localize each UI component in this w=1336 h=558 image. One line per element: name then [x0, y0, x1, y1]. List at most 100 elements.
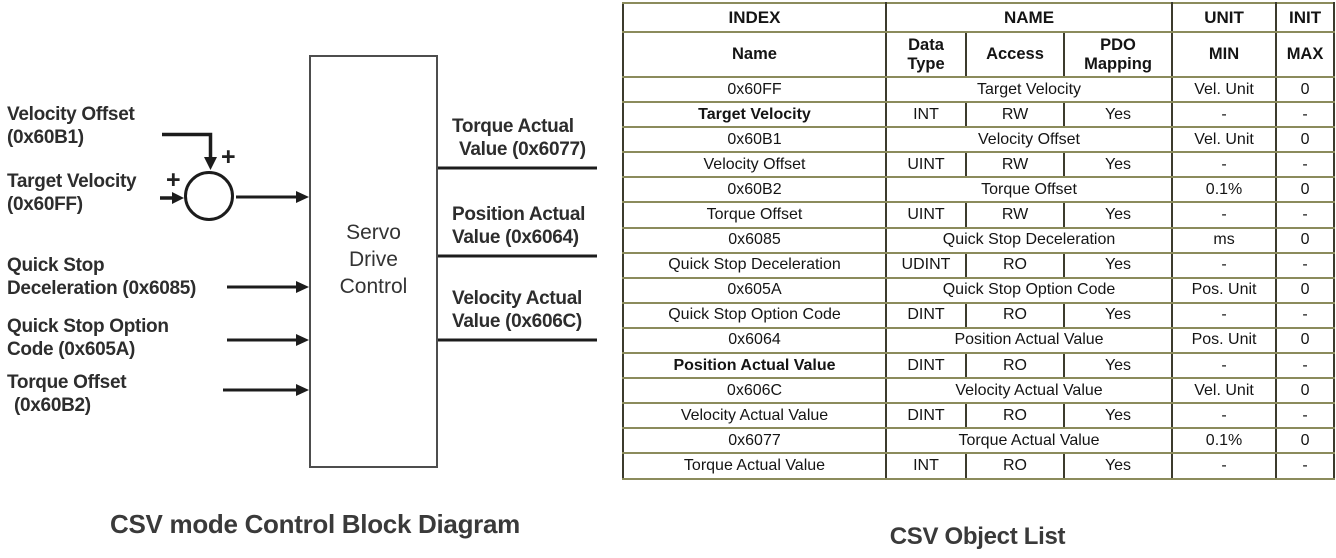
- label-line: Servo: [346, 221, 401, 244]
- diagram-caption: CSV mode Control Block Diagram: [110, 509, 520, 539]
- label-line: Code (0x605A): [7, 339, 136, 360]
- csv-object-table: INDEX NAME UNIT INIT Name Data Type Acce…: [622, 2, 1336, 480]
- cell-object-name: Velocity Actual Value: [884, 377, 1174, 405]
- cell-index: 0x6064: [622, 326, 887, 355]
- diagram-connectors: [160, 132, 597, 396]
- cell-pdo-mapping: Yes: [1062, 151, 1174, 179]
- label-line: Value (0x6064): [452, 227, 579, 248]
- label-line: Deceleration (0x6085): [7, 278, 197, 299]
- cell-init: 0: [1275, 126, 1336, 154]
- cell-object-name: Target Velocity: [884, 75, 1174, 104]
- cell-object-name: Quick Stop Deceleration: [884, 226, 1174, 254]
- cell-unit: 0.1%: [1171, 427, 1278, 455]
- cell-max: -: [1275, 101, 1336, 129]
- label-line: Position Actual: [452, 204, 586, 225]
- cell-data-type: UINT: [885, 151, 967, 179]
- cell-access: RO: [965, 352, 1065, 380]
- arrow-sum-output-head: [296, 191, 309, 203]
- cell-min: -: [1171, 352, 1278, 380]
- cell-name: Target Velocity: [622, 101, 887, 129]
- cell-init: 0: [1275, 75, 1336, 104]
- cell-index: 0x6077: [622, 427, 887, 455]
- cell-unit: Vel. Unit: [1171, 377, 1278, 405]
- output-label-torque-actual-value: Torque Actual Value (0x6077): [452, 115, 586, 161]
- cell-name: Quick Stop Deceleration: [622, 251, 887, 279]
- block-diagram: + + Velocity Offset (0x60B1) Target Velo…: [0, 0, 620, 558]
- label-line: Drive: [348, 248, 398, 271]
- label-line: Quick Stop Option: [7, 316, 169, 337]
- cell-max: -: [1275, 301, 1336, 329]
- cell-index: 0x606C: [622, 377, 887, 405]
- cell-index: 0x60B1: [622, 126, 887, 154]
- arrow-torque-offset-head: [296, 384, 309, 396]
- cell-min: -: [1171, 452, 1278, 480]
- cell-name: Velocity Offset: [622, 151, 887, 179]
- arrow-quick-stop-option-head: [296, 334, 309, 346]
- cell-pdo-mapping: Yes: [1062, 101, 1174, 129]
- label-line: Value (0x606C): [452, 311, 582, 332]
- input-label-target-velocity: Target Velocity (0x60FF): [7, 170, 137, 216]
- input-label-torque-offset: Torque Offset (0x60B2): [7, 371, 127, 417]
- label-line: Quick Stop: [7, 255, 105, 276]
- cell-name: Quick Stop Option Code: [622, 301, 887, 329]
- output-label-velocity-actual-value: Velocity Actual Value (0x606C): [452, 287, 582, 333]
- cell-pdo-mapping: Yes: [1062, 201, 1174, 229]
- cell-access: RW: [965, 201, 1065, 229]
- input-label-quick-stop-option-code: Quick Stop Option Code (0x605A): [7, 315, 169, 361]
- header-unit: UNIT: [1171, 2, 1278, 33]
- cell-unit: ms: [1171, 226, 1278, 254]
- cell-min: -: [1171, 101, 1278, 129]
- cell-data-type: DINT: [885, 352, 967, 380]
- cell-access: RO: [965, 402, 1065, 430]
- cell-min: -: [1171, 402, 1278, 430]
- label-line: Control: [339, 275, 408, 298]
- cell-data-type: INT: [885, 452, 967, 480]
- cell-object-name: Torque Actual Value: [884, 427, 1174, 455]
- cell-unit: Vel. Unit: [1171, 126, 1278, 154]
- cell-min: -: [1171, 301, 1278, 329]
- cell-name: Velocity Actual Value: [622, 402, 887, 430]
- summing-junction: [184, 171, 234, 221]
- plus-sign-target-velocity: +: [166, 166, 181, 194]
- servo-drive-control-block: Servo Drive Control: [309, 55, 438, 468]
- cell-object-name: Quick Stop Option Code: [884, 276, 1174, 304]
- cell-init: 0: [1275, 326, 1336, 355]
- label-line: (0x60B1): [7, 127, 84, 148]
- cell-index: 0x60FF: [622, 75, 887, 104]
- header-access: Access: [965, 31, 1065, 78]
- cell-access: RO: [965, 301, 1065, 329]
- label-line: Velocity Offset: [7, 104, 135, 125]
- cell-pdo-mapping: Yes: [1062, 452, 1174, 480]
- cell-unit: Pos. Unit: [1171, 276, 1278, 304]
- cell-pdo-mapping: Yes: [1062, 301, 1174, 329]
- label-line: Torque Actual: [452, 116, 574, 137]
- cell-max: -: [1275, 251, 1336, 279]
- label-line: Value (0x6077): [459, 139, 586, 160]
- header-data-type: Data Type: [885, 31, 967, 78]
- cell-init: 0: [1275, 176, 1336, 204]
- cell-name: Torque Offset: [622, 201, 887, 229]
- label-line: Velocity Actual: [452, 288, 582, 309]
- cell-unit: 0.1%: [1171, 176, 1278, 204]
- arrow-velocity-offset-line: [162, 132, 213, 158]
- cell-min: -: [1171, 151, 1278, 179]
- csv-object-list: INDEX NAME UNIT INIT Name Data Type Acce…: [622, 2, 1336, 550]
- table-caption: CSV Object List: [889, 523, 1066, 550]
- header-object-name: Name: [622, 31, 887, 78]
- label-line: (0x60FF): [7, 194, 83, 215]
- cell-max: -: [1275, 201, 1336, 229]
- input-label-quick-stop-deceleration: Quick Stop Deceleration (0x6085): [7, 254, 196, 300]
